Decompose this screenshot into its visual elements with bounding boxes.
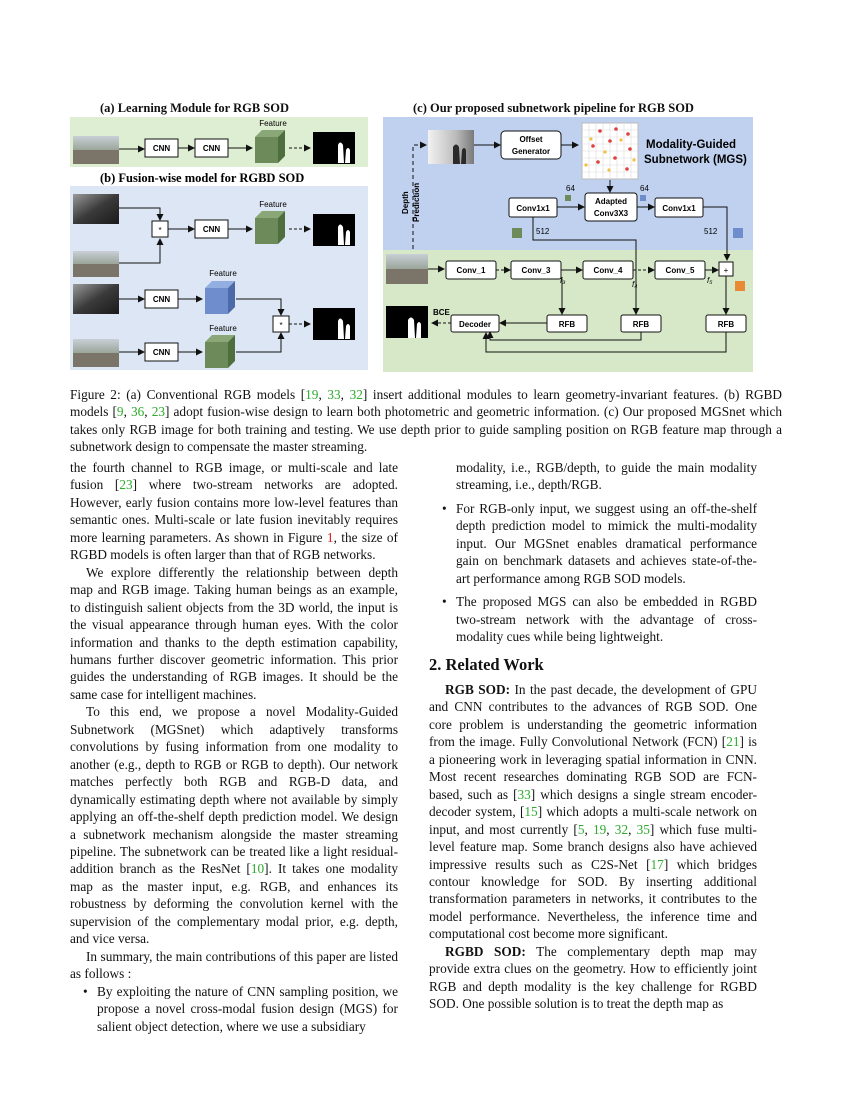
svg-text:Conv_3: Conv_3 <box>522 266 551 275</box>
panel-b: * CNN Feature CNN Feature CNN <box>73 194 355 368</box>
feature-cube-blue <box>205 281 235 314</box>
svg-text:Feature: Feature <box>209 269 237 278</box>
list-item: •By exploiting the nature of CNN samplin… <box>83 983 398 1034</box>
svg-text:Decoder: Decoder <box>459 320 491 329</box>
svg-text:512: 512 <box>536 227 550 236</box>
svg-text:Conv3X3: Conv3X3 <box>594 209 629 218</box>
panel-a: CNN CNN Feature <box>73 119 355 164</box>
svg-text:RFB: RFB <box>718 320 735 329</box>
panel-a-title: (a) Learning Module for RGB SOD <box>100 101 290 115</box>
paragraph: In summary, the main contributions of th… <box>70 948 398 982</box>
svg-text:Conv1x1: Conv1x1 <box>662 204 696 213</box>
figure-2: CNN CNN Feature (b) Fusion-wise model fo… <box>70 117 753 372</box>
paragraph: To this end, we propose a novel Modality… <box>70 704 398 947</box>
svg-text:Modality-Guided: Modality-Guided <box>646 139 736 151</box>
svg-text:CNN: CNN <box>153 144 171 153</box>
left-column: the fourth channel to RGB image, or mult… <box>70 459 398 1038</box>
svg-text:RFB: RFB <box>559 320 576 329</box>
contribution-list-cont: modality, i.e., RGB/depth, to guide the … <box>429 459 757 646</box>
section-heading: 2. Related Work <box>429 654 544 674</box>
paragraph: RGBD SOD: The complementary depth map ma… <box>429 943 757 1012</box>
svg-text:Feature: Feature <box>259 119 287 128</box>
svg-text:Generator: Generator <box>512 147 550 156</box>
svg-text:Conv_5: Conv_5 <box>666 266 695 275</box>
figure-caption: Figure 2: (a) Conventional RGB models [1… <box>70 387 783 454</box>
svg-text:Feature: Feature <box>259 200 287 209</box>
svg-text:f₅: f₅ <box>707 276 713 285</box>
paragraph: We explore differently the relationship … <box>70 564 398 702</box>
feature-cube-blue-small <box>733 228 743 238</box>
feature-cube <box>205 335 235 368</box>
svg-text:Prediction: Prediction <box>412 183 421 222</box>
svg-text:RFB: RFB <box>633 320 650 329</box>
list-item: modality, i.e., RGB/depth, to guide the … <box>456 460 757 493</box>
list-item: •The proposed MGS can also be embedded i… <box>442 594 757 645</box>
depth-image <box>73 194 119 224</box>
panel-b-title: (b) Fusion-wise model for RGBD SOD <box>100 171 304 185</box>
svg-text:+: + <box>724 266 729 275</box>
list-item: •For RGB-only input, we suggest using an… <box>442 500 757 586</box>
svg-text:*: * <box>279 321 282 330</box>
offset-grid <box>581 122 639 180</box>
svg-text:CNN: CNN <box>203 144 221 153</box>
right-column: modality, i.e., RGB/depth, to guide the … <box>429 459 757 1013</box>
svg-text:Subnetwork (MGS): Subnetwork (MGS) <box>644 154 747 166</box>
svg-text:Feature: Feature <box>209 324 237 333</box>
svg-text:CNN: CNN <box>153 348 171 357</box>
feature-cube-orange-small <box>735 281 745 291</box>
panel-c: Offset Generator Modality-Guided Subnetw… <box>386 122 747 353</box>
svg-text:Conv_4: Conv_4 <box>594 266 623 275</box>
feature-cube-green-small <box>512 228 522 238</box>
svg-text:Conv1x1: Conv1x1 <box>516 204 550 213</box>
depth-map-input <box>428 130 474 164</box>
svg-text:f₄: f₄ <box>632 280 637 289</box>
feature-cube <box>255 130 285 163</box>
paragraph: RGB SOD: In the past decade, the develop… <box>429 681 758 942</box>
svg-text:64: 64 <box>566 184 575 193</box>
svg-text:CNN: CNN <box>203 225 221 234</box>
panel-c-title: (c) Our proposed subnetwork pipeline for… <box>413 101 694 115</box>
svg-text:Conv_1: Conv_1 <box>457 266 486 275</box>
svg-text:CNN: CNN <box>153 295 171 304</box>
svg-text:Adapted: Adapted <box>595 197 627 206</box>
svg-text:512: 512 <box>704 227 718 236</box>
svg-text:Offset: Offset <box>519 135 542 144</box>
contribution-list: •By exploiting the nature of CNN samplin… <box>70 983 398 1035</box>
svg-text:BCE: BCE <box>433 308 451 317</box>
svg-text:Depth: Depth <box>401 191 410 214</box>
svg-text:f₃: f₃ <box>560 276 565 285</box>
paragraph: the fourth channel to RGB image, or mult… <box>70 460 398 563</box>
svg-text:*: * <box>158 226 161 235</box>
saliency-mask <box>386 306 428 338</box>
feature-cube <box>255 211 285 244</box>
depth-image <box>73 284 119 314</box>
svg-text:64: 64 <box>640 184 649 193</box>
